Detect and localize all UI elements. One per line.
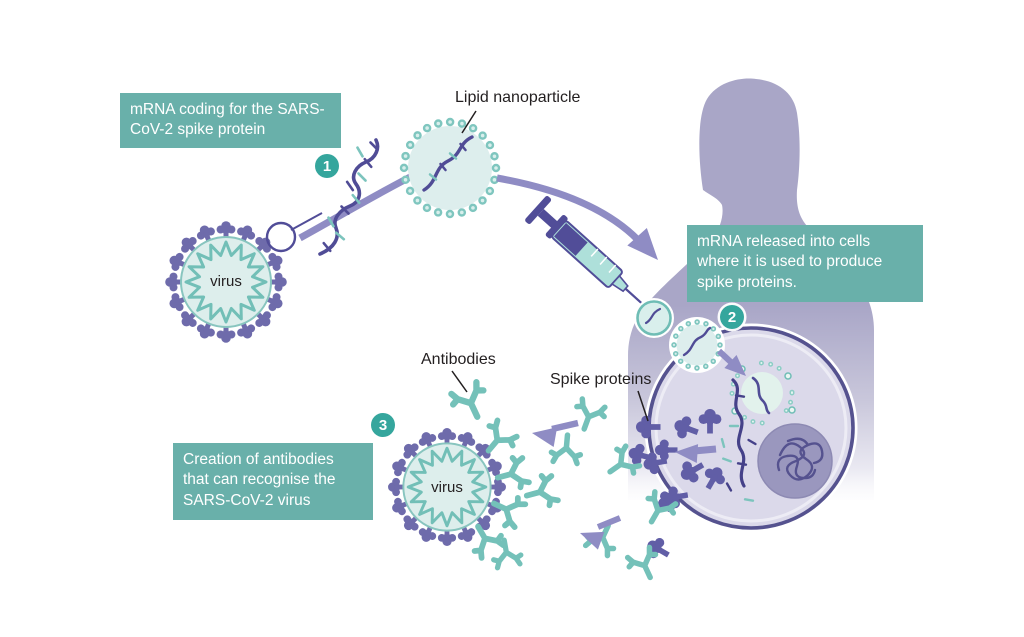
arrow-nanoparticle-to-body xyxy=(496,174,668,269)
cell xyxy=(644,323,858,533)
nanoparticle-mrna xyxy=(422,135,474,192)
arrow-antibodies-to-virus-2 xyxy=(576,515,622,550)
virus-illustration-1 xyxy=(165,221,297,343)
virus-label-2: virus xyxy=(431,479,463,496)
arrow-antibodies-to-virus-1 xyxy=(530,419,579,447)
step-3-callout: Creation of antibodies that can recognis… xyxy=(173,443,373,520)
nanoparticle-small xyxy=(634,298,674,338)
antibodies-label: Antibodies xyxy=(421,351,496,368)
mrna-strand xyxy=(318,138,380,256)
magnifier-circle xyxy=(265,221,297,253)
arrow-nanoparticle-to-vesicle xyxy=(716,348,753,383)
cytoplasm-mrna xyxy=(720,378,757,502)
lipid-nanoparticle-label: Lipid nanoparticle xyxy=(455,89,581,106)
step-2-callout: mRNA released into cells where it is use… xyxy=(687,225,923,302)
lipid-nanoparticle xyxy=(399,117,501,219)
label-pointer-lines xyxy=(451,110,649,422)
nucleus xyxy=(757,423,833,499)
mrna-release-vesicle xyxy=(729,360,796,426)
step-1-badge: 1 xyxy=(315,154,339,178)
nanoparticle-entering-cell xyxy=(669,317,725,373)
spike-proteins-label: Spike proteins xyxy=(550,371,652,388)
arrow-spikes-to-membrane xyxy=(674,442,717,463)
virus-label-1: virus xyxy=(210,273,242,290)
step-3-badge: 3 xyxy=(371,413,395,437)
step-1-callout: mRNA coding for the SARS-CoV-2 spike pro… xyxy=(120,93,341,148)
step-2-badge: 2 xyxy=(720,305,744,329)
